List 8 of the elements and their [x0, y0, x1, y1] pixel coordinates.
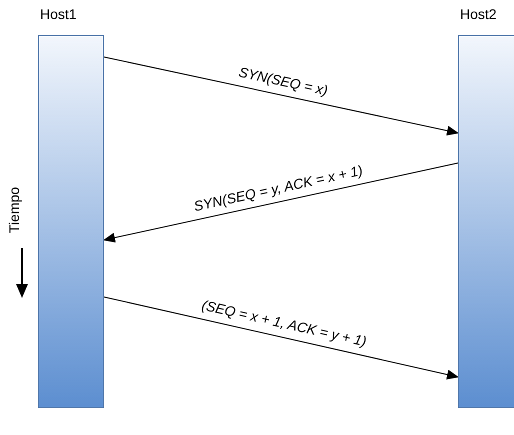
arrow — [104, 296, 459, 380]
edge-label: SYN(SEQ = y, ACK = x + 1) — [192, 162, 364, 214]
edge-label: (SEQ = x + 1, ACK = y + 1) — [200, 297, 368, 350]
arrow — [103, 162, 458, 243]
arrow — [104, 56, 459, 136]
host-label: Host1 — [40, 6, 77, 22]
time-label: Tiempo — [6, 186, 22, 234]
host-label: Host2 — [460, 6, 497, 22]
